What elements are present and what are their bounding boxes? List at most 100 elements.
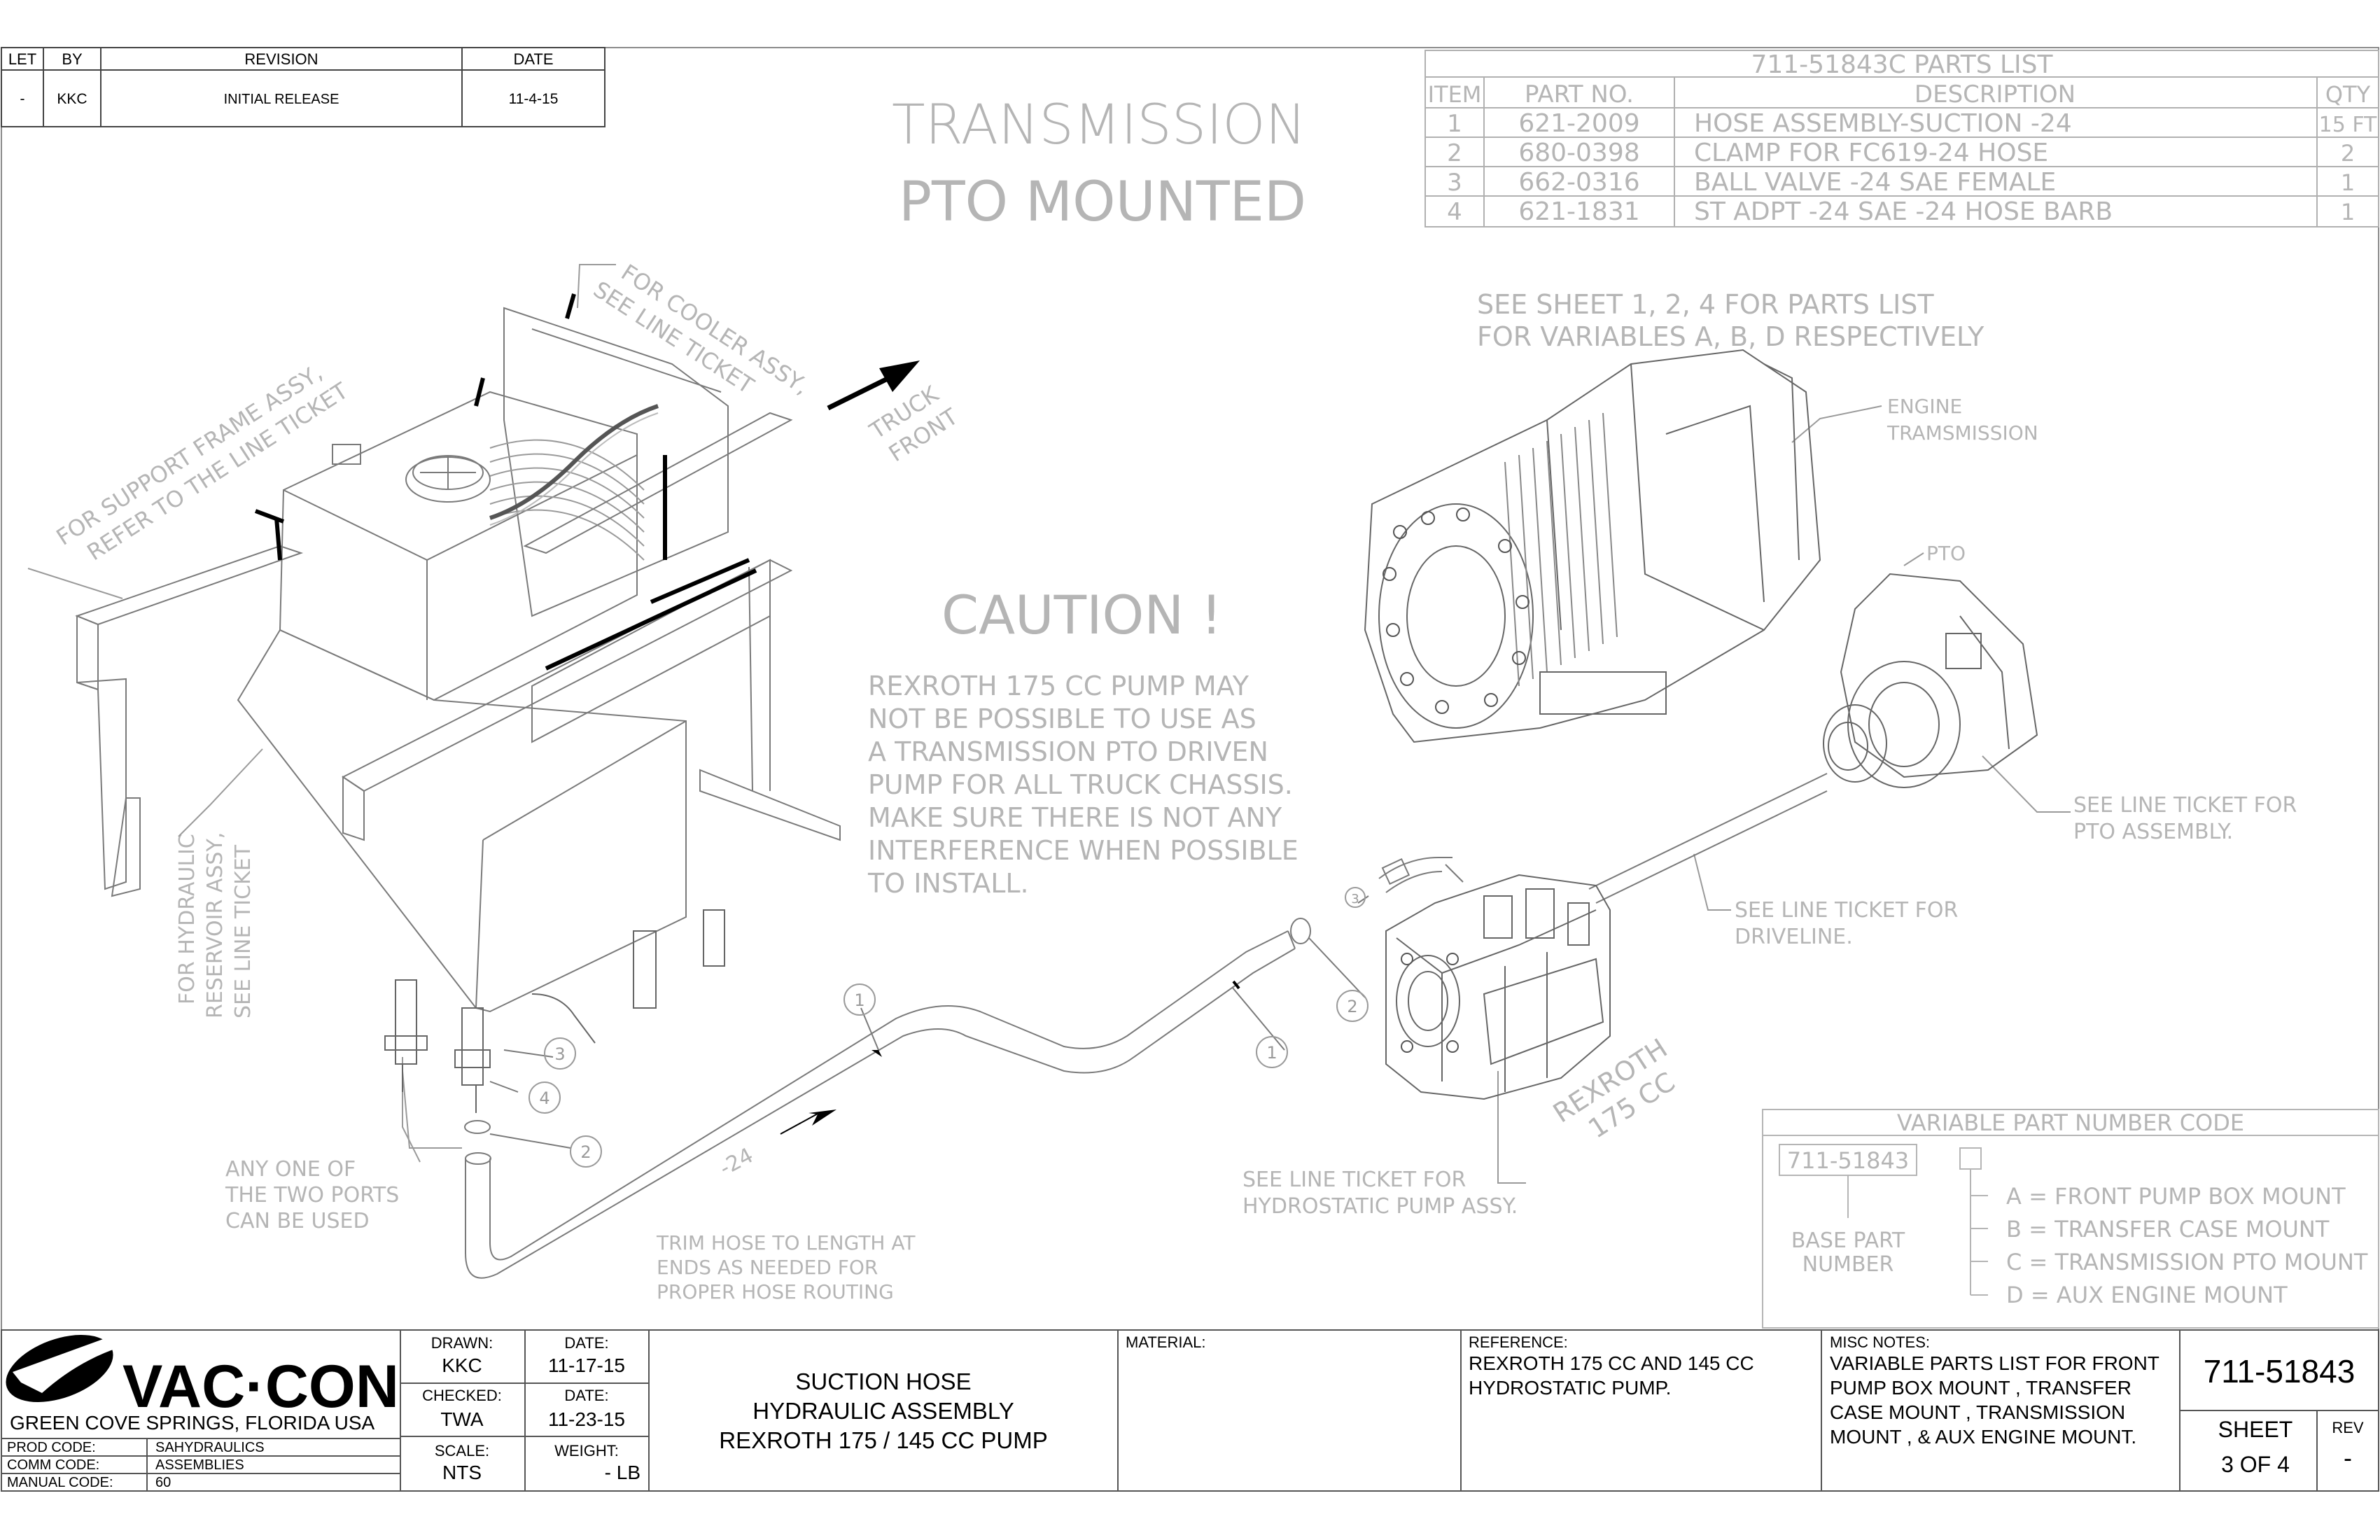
hose-size-label: -24 — [715, 1143, 757, 1181]
trim-hose-note-3: PROPER HOSE ROUTING — [657, 1280, 894, 1303]
balloon-1b: 1 — [1266, 1043, 1277, 1063]
drawn-date-value: 11-17-15 — [548, 1354, 625, 1376]
parts-row-2-part: 680-0398 — [1518, 139, 1639, 167]
balloon-2b: 2 — [1347, 997, 1357, 1016]
drawing-title-3: REXROTH 175 / 145 CC PUMP — [719, 1427, 1047, 1453]
material-label: MATERIAL: — [1126, 1334, 1206, 1351]
parts-row-2-item: 2 — [1447, 139, 1462, 167]
misc-line-4: MOUNT , & AUX ENGINE MOUNT. — [1830, 1426, 2136, 1448]
heading-line-1: TRANSMISSION — [892, 94, 1306, 157]
caution-line-4: PUMP FOR ALL TRUCK CHASSIS. — [868, 769, 1293, 800]
variable-part-code-box — [1762, 1109, 2379, 1329]
rev-header-date: DATE — [513, 50, 553, 68]
misc-line-3: CASE MOUNT , TRANSMISSION — [1830, 1401, 2125, 1423]
variable-base-number: 711-51843 — [1787, 1147, 1909, 1174]
caution-line-6: INTERFERENCE WHEN POSSIBLE — [868, 835, 1298, 866]
parts-row-3-part: 662-0316 — [1518, 168, 1639, 197]
prod-code-value: SAHYDRAULICS — [155, 1440, 265, 1455]
balloon-1a: 1 — [854, 990, 864, 1010]
variable-option-b: B = TRANSFER CASE MOUNT — [2006, 1216, 2330, 1242]
rev-value: - — [2344, 1443, 2352, 1472]
variable-base-label-2: NUMBER — [1802, 1252, 1894, 1277]
pto-assy-note-1: SEE LINE TICKET FOR — [2073, 793, 2297, 818]
variable-code-title: VARIABLE PART NUMBER CODE — [1897, 1110, 2244, 1136]
pto-unit — [1823, 573, 2038, 788]
rev-cell-by: KKC — [57, 91, 87, 107]
rev-cell-let: - — [20, 91, 25, 107]
manual-code-label: MANUAL CODE: — [7, 1475, 113, 1490]
balloon-3a: 3 — [554, 1044, 565, 1064]
suction-hose — [464, 773, 1828, 1279]
sheet-value: 3 OF 4 — [2221, 1452, 2290, 1477]
item-balloons — [528, 887, 1368, 1168]
rev-label: REV — [2332, 1419, 2364, 1436]
revision-table: LET BY REVISION DATE - KKC INITIAL RELEA… — [1, 47, 606, 127]
parts-row-4-item: 4 — [1447, 198, 1462, 226]
rev-cell-date: 11-4-15 — [509, 91, 559, 107]
pto-label: PTO — [1926, 542, 1966, 565]
pto-assy-note-2: PTO ASSEMBLY. — [2073, 820, 2233, 844]
parts-header-description: DESCRIPTION — [1914, 80, 2076, 108]
engine-transmission — [1364, 349, 1821, 743]
support-frame-note-2: REFER TO THE LINE TICKET — [83, 377, 354, 566]
driveline-note-2: DRIVELINE. — [1735, 925, 1853, 949]
parts-row-1-part: 621-2009 — [1518, 109, 1639, 138]
drawn-value: KKC — [442, 1354, 482, 1376]
variable-base-label-1: BASE PART — [1791, 1228, 1905, 1253]
rev-cell-revision: INITIAL RELEASE — [224, 92, 340, 107]
company-location: GREEN COVE SPRINGS, FLORIDA USA — [10, 1412, 375, 1434]
hydraulic-reservoir-assembly — [75, 307, 841, 1113]
driveline-note-1: SEE LINE TICKET FOR — [1735, 898, 1958, 923]
parts-row-3-qty: 1 — [2341, 169, 2355, 196]
parts-header-item: ITEM — [1428, 81, 1482, 108]
parts-row-1-desc: HOSE ASSEMBLY-SUCTION -24 — [1694, 109, 2072, 138]
caution-title: CAUTION ! — [941, 584, 1222, 646]
reservoir-bold-edges — [254, 293, 757, 671]
misc-notes-label: MISC NOTES: — [1830, 1334, 1930, 1351]
parts-header-part-no: PART NO. — [1525, 80, 1634, 108]
drawn-label: DRAWN: — [431, 1334, 493, 1352]
balloon-3b: 3 — [1351, 892, 1359, 906]
parts-row-2-qty: 2 — [2341, 140, 2355, 167]
parts-header-qty: QTY — [2325, 81, 2371, 108]
hydrostatic-note-1: SEE LINE TICKET FOR — [1242, 1168, 1466, 1192]
comm-code-value: ASSEMBLIES — [155, 1457, 244, 1473]
comm-code-label: COMM CODE: — [7, 1457, 99, 1473]
caution-line-3: A TRANSMISSION PTO DRIVEN — [868, 736, 1268, 767]
company-name: VAC·CON — [122, 1353, 399, 1420]
parts-row-1-qty: 15 FT — [2319, 113, 2377, 137]
checked-label: CHECKED: — [422, 1387, 502, 1404]
reservoir-note-2: RESERVOIR ASSY, — [203, 832, 227, 1018]
hose-direction-arrows — [780, 980, 1240, 1135]
trim-hose-note-1: TRIM HOSE TO LENGTH AT — [656, 1231, 916, 1254]
trim-hose-note-2: ENDS AS NEEDED FOR — [657, 1256, 878, 1279]
weight-label: WEIGHT: — [554, 1442, 619, 1460]
manual-code-value: 60 — [155, 1475, 171, 1490]
misc-line-2: PUMP BOX MOUNT , TRANSFER — [1830, 1377, 2132, 1399]
balloon-2a: 2 — [580, 1142, 591, 1162]
weight-value: - LB — [605, 1462, 640, 1483]
scale-label: SCALE: — [435, 1442, 489, 1460]
checked-value: TWA — [440, 1408, 483, 1430]
heading-line-2: PTO MOUNTED — [899, 171, 1306, 234]
scale-value: NTS — [442, 1462, 482, 1483]
checked-date-label: DATE: — [564, 1387, 608, 1404]
caution-line-1: REXROTH 175 CC PUMP MAY — [868, 671, 1250, 701]
parts-row-4-desc: ST ADPT -24 SAE -24 HOSE BARB — [1694, 197, 2113, 226]
drawing-title-1: SUCTION HOSE — [795, 1368, 971, 1394]
drawn-date-label: DATE: — [564, 1334, 608, 1352]
see-sheet-note-1: SEE SHEET 1, 2, 4 FOR PARTS LIST — [1477, 289, 1934, 320]
reference-line-2: HYDROSTATIC PUMP. — [1469, 1377, 1671, 1399]
caution-line-7: TO INSTALL. — [867, 868, 1029, 899]
parts-row-4-qty: 1 — [2341, 199, 2355, 225]
variable-option-d: D = AUX ENGINE MOUNT — [2006, 1282, 2288, 1308]
vac-con-logo: VAC·CON — [6, 1334, 399, 1420]
reservoir-note-3: SEE LINE TICKET — [231, 844, 255, 1018]
variable-option-a: A = FRONT PUMP BOX MOUNT — [2006, 1183, 2346, 1210]
any-one-note-1: ANY ONE OF — [225, 1157, 356, 1182]
truck-front-arrow — [827, 360, 920, 411]
drawing-title-2: HYDRAULIC ASSEMBLY — [752, 1398, 1014, 1424]
engine-trans-note-2: TRAMSMISSION — [1886, 421, 2038, 444]
hydrostatic-pump — [1385, 874, 1611, 1100]
